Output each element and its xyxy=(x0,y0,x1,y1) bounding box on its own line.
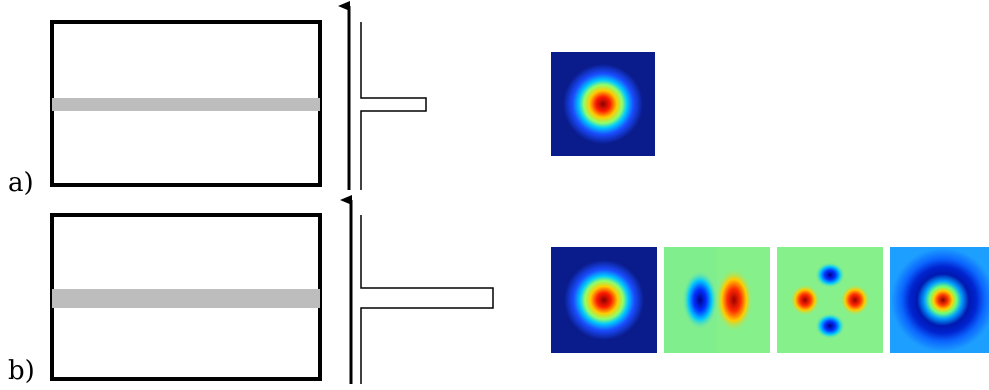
mode-image-b-dipole xyxy=(664,247,770,353)
panel-a xyxy=(50,1,655,190)
mode-image-b-ring xyxy=(890,247,989,353)
mode-image-a-fundamental xyxy=(551,52,655,156)
panel-label-b: b) xyxy=(8,356,35,386)
waveguide-core-a xyxy=(52,98,320,111)
panel-label-a: a) xyxy=(8,168,34,198)
panel-b xyxy=(50,195,989,384)
index-profile-a xyxy=(360,22,427,190)
mode-image-b-fundamental xyxy=(551,247,657,353)
waveguide-core-b xyxy=(52,289,320,308)
mode-image-b-quadrupole xyxy=(777,247,883,353)
index-profile-b xyxy=(360,215,494,384)
